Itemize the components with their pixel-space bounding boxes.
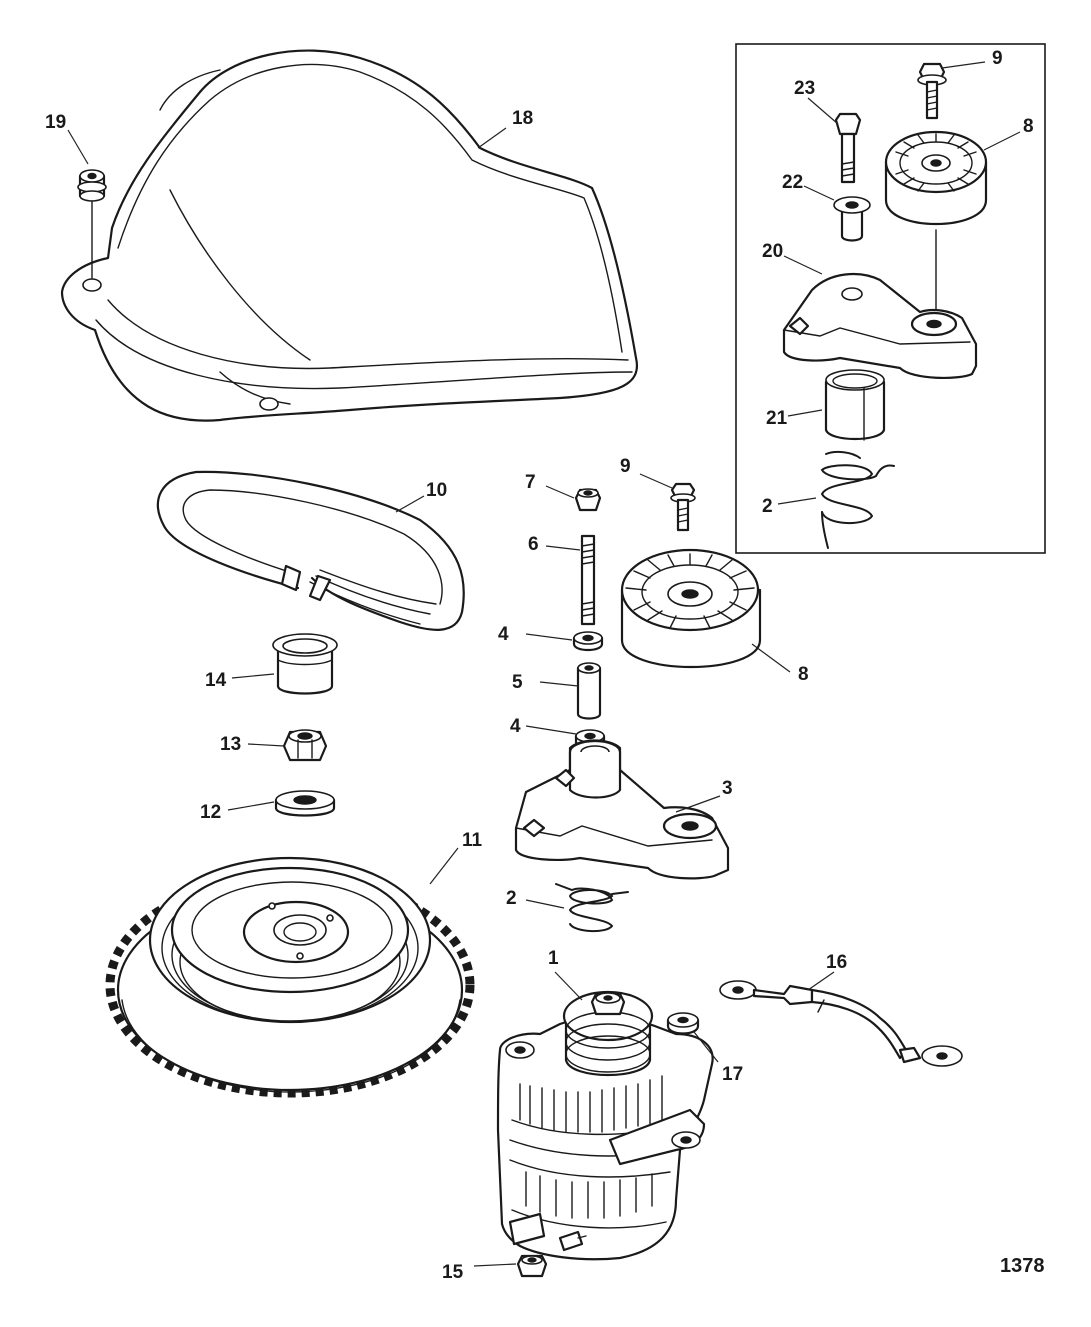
callout-4-upper: 4 [498, 624, 509, 645]
callout-7: 7 [525, 472, 536, 493]
inset-arm-20 [782, 273, 978, 380]
inset-bolt-23 [834, 112, 862, 184]
callout-11: 11 [462, 830, 483, 851]
callout-22: 22 [782, 172, 803, 193]
inset-frame [735, 43, 1046, 554]
ground-cable [719, 980, 963, 1067]
leader-lines [67, 61, 1021, 1267]
callout-10: 10 [426, 480, 447, 501]
cable-washer [666, 1012, 700, 1035]
callout-2-inset: 2 [762, 496, 773, 517]
inset-spring-2 [820, 450, 895, 549]
callout-16: 16 [826, 952, 847, 973]
inset-sleeve-21 [824, 369, 886, 441]
stud [580, 534, 596, 626]
alternator [496, 990, 714, 1261]
inset-bushing-22 [833, 196, 871, 242]
flat-washer [274, 790, 336, 817]
stud-nut [574, 488, 602, 512]
terminal-nut [516, 1254, 548, 1278]
callout-21: 21 [766, 408, 788, 429]
flywheel [105, 856, 475, 1098]
callout-labels: 19 18 9 23 8 22 20 21 2 10 7 9 6 4 5 4 8… [45, 48, 1045, 1283]
callout-18: 18 [512, 108, 533, 129]
callout-1: 1 [548, 948, 559, 969]
callout-4-lower: 4 [510, 716, 521, 737]
spacer-washer-upper [572, 631, 604, 652]
callout-15: 15 [442, 1262, 464, 1283]
hex-nut [282, 729, 328, 762]
inset-bolt-9 [917, 62, 947, 120]
flange-bushing [272, 633, 338, 695]
callout-20: 20 [762, 241, 783, 262]
callout-14: 14 [205, 670, 227, 691]
callout-3: 3 [722, 778, 733, 799]
spacer-tube [576, 662, 602, 720]
callout-23: 23 [794, 78, 815, 99]
callout-6: 6 [528, 534, 539, 555]
callout-13: 13 [220, 734, 241, 755]
pulley-bolt [670, 482, 696, 532]
callout-2: 2 [506, 888, 517, 909]
grommet [77, 169, 107, 279]
callout-19: 19 [45, 112, 66, 133]
callout-8-inset: 8 [1023, 116, 1034, 137]
callout-9-inset: 9 [992, 48, 1003, 69]
idler-pulley [620, 548, 762, 668]
callout-17: 17 [722, 1064, 743, 1085]
figure-number: 1378 [1000, 1255, 1045, 1277]
callout-8: 8 [798, 664, 809, 685]
callout-5: 5 [512, 672, 523, 693]
tensioner-arm [514, 739, 730, 880]
belt-cover [60, 49, 639, 422]
inset-pulley-8 [884, 130, 988, 319]
callout-9: 9 [620, 456, 631, 477]
torsion-spring [555, 883, 629, 932]
drive-belt [156, 470, 465, 631]
callout-12: 12 [200, 802, 221, 823]
